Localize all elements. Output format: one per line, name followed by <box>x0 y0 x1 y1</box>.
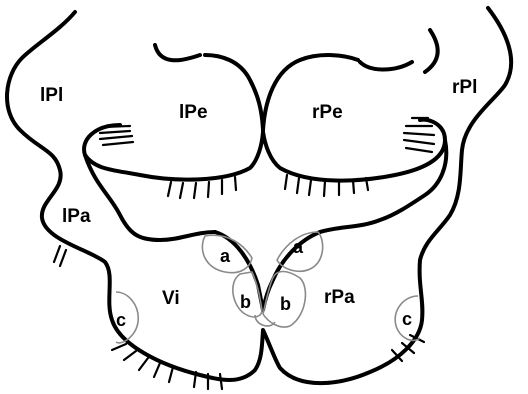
label-c-right: c <box>402 309 412 329</box>
bristles-left-side <box>54 246 66 266</box>
label-left-pl: lPl <box>40 85 63 106</box>
top-notch-left <box>155 45 200 60</box>
bristles-upper-right <box>404 118 434 152</box>
label-vi: Vi <box>162 288 180 309</box>
label-a-left: a <box>220 246 231 266</box>
label-b-left: b <box>240 292 251 312</box>
top-edge-right <box>425 30 438 72</box>
label-b-right: b <box>280 294 291 314</box>
top-connector-right <box>263 55 358 130</box>
label-right-pa: rPa <box>324 287 355 308</box>
label-c-left: c <box>116 310 126 330</box>
top-notch-right <box>360 62 412 70</box>
label-left-pa: lPa <box>62 206 91 227</box>
label-left-pe: lPe <box>179 102 208 123</box>
label-a-right: a <box>293 237 304 257</box>
top-connector-left <box>205 55 263 130</box>
label-right-pe: rPe <box>312 102 343 123</box>
label-right-pl: rPl <box>452 77 477 98</box>
